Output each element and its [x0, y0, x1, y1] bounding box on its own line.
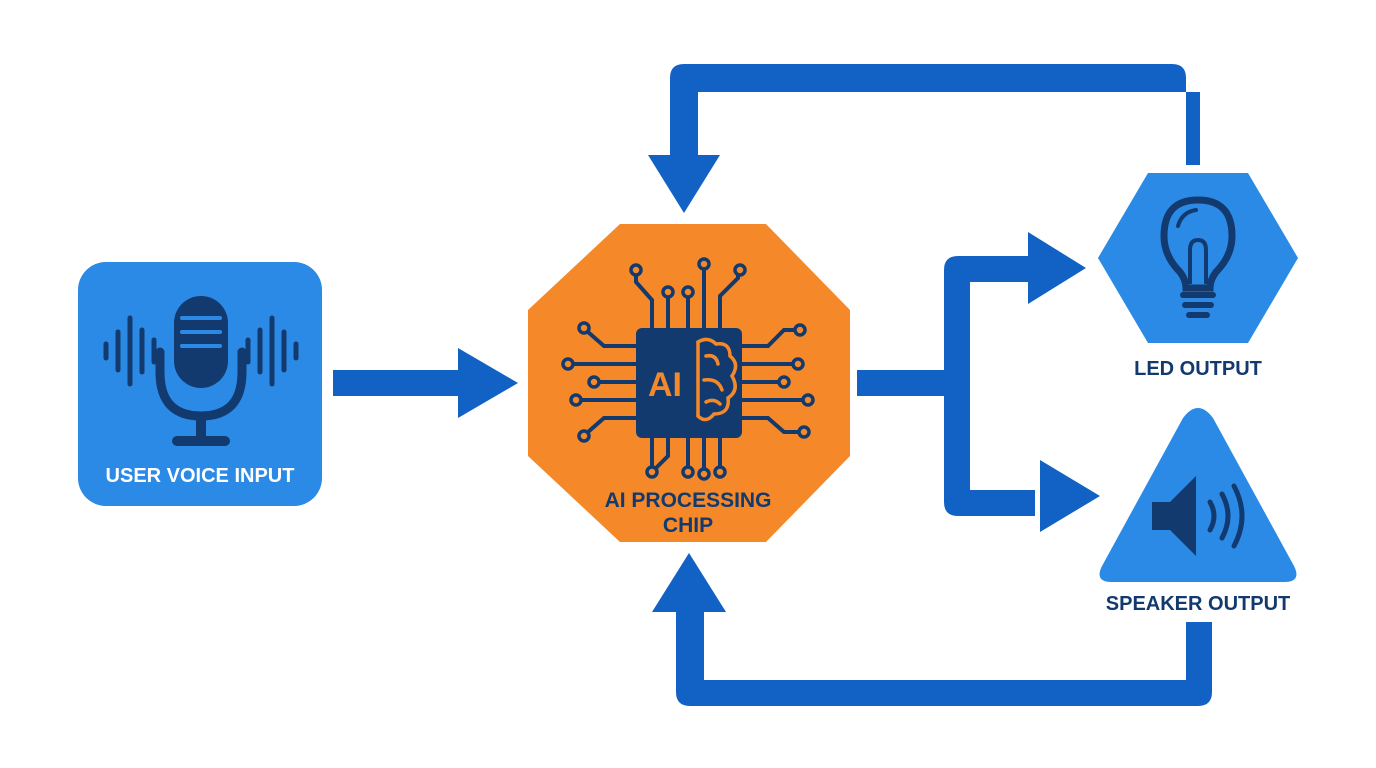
node-voice-input: USER VOICE INPUT — [78, 262, 322, 506]
arrow-voice-to-chip — [333, 348, 518, 418]
chip-ai-text: AI — [648, 366, 682, 404]
arrow-speaker-feedback-to-chip — [652, 553, 1212, 706]
voice-input-label: USER VOICE INPUT — [106, 465, 295, 487]
sound-wave-right-icon — [245, 315, 299, 387]
connectors — [333, 64, 1212, 706]
light-bulb-icon — [1160, 196, 1236, 318]
microphone-icon — [155, 296, 247, 446]
ai-chip-label-line1: AI PROCESSING — [605, 489, 772, 512]
node-led-output: LED OUTPUT — [1098, 173, 1298, 380]
node-ai-chip: AI AI PROCESSING CHIP — [528, 224, 850, 542]
arrow-chip-to-outputs — [857, 232, 1100, 532]
speaker-output-label: SPEAKER OUTPUT — [1106, 593, 1290, 615]
arrow-led-feedback-to-chip — [648, 64, 1200, 213]
node-speaker-output: SPEAKER OUTPUT — [1099, 408, 1297, 615]
speaker-icon — [1152, 476, 1245, 556]
brain-icon — [696, 337, 738, 422]
sound-wave-left-icon — [103, 315, 157, 387]
ai-chip-icon: AI — [561, 257, 815, 481]
led-output-label: LED OUTPUT — [1134, 358, 1262, 380]
ai-chip-label-line2: CHIP — [663, 514, 713, 537]
